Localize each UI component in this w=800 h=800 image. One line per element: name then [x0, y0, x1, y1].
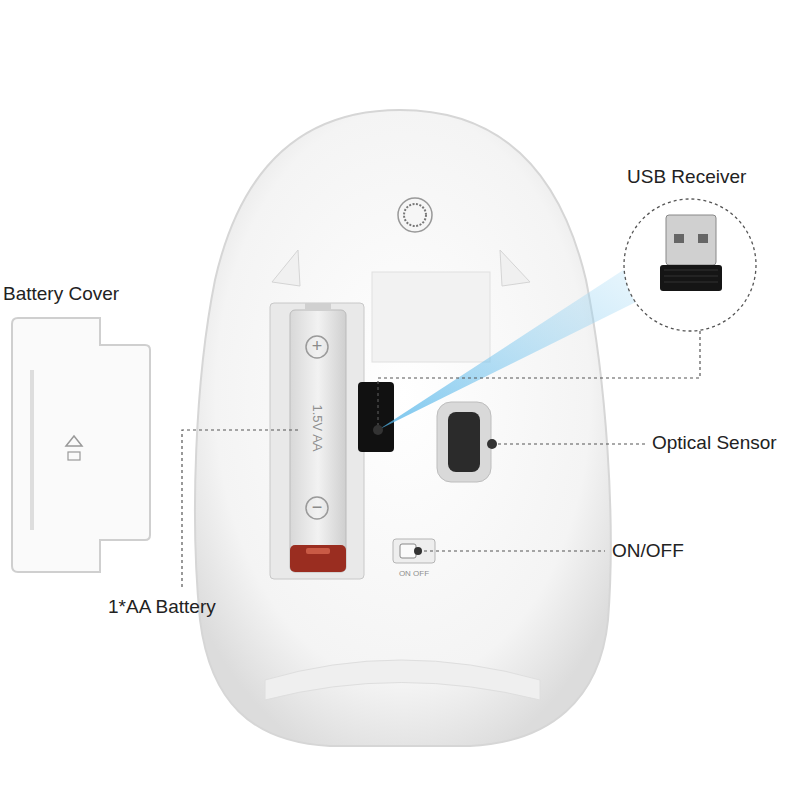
polarity-mark: +	[312, 336, 323, 358]
usb-plug	[698, 234, 708, 243]
seal	[404, 204, 426, 226]
receiver-docked	[358, 382, 394, 452]
leader-dot	[414, 547, 422, 555]
part-label: ON/OFF	[612, 540, 684, 563]
leader-dot	[373, 425, 383, 435]
polarity-ring	[306, 336, 328, 358]
part-label: Battery Cover	[3, 283, 119, 306]
leader-line	[182, 331, 700, 590]
polarity-ring	[306, 497, 328, 519]
battery-terminal	[305, 303, 331, 311]
usb-receiver	[664, 270, 718, 282]
open-arrow	[66, 436, 82, 446]
feet-mark	[500, 250, 530, 286]
part-label: Optical Sensor	[652, 432, 777, 455]
switch	[400, 544, 416, 558]
usb-plug	[666, 215, 716, 265]
cover-groove	[30, 370, 34, 530]
battery-end	[290, 545, 346, 572]
feet-mark	[272, 250, 300, 286]
battery-end	[306, 548, 330, 554]
leader-dot	[487, 439, 497, 449]
battery	[290, 310, 346, 572]
switch-marking: ON OFF	[399, 569, 429, 579]
part-label: 1*AA Battery	[108, 596, 216, 619]
battery-compartment	[270, 303, 364, 579]
optical-sensor	[448, 412, 480, 472]
panel	[372, 272, 490, 362]
polarity-mark: −	[312, 497, 323, 519]
foot-pad	[265, 660, 540, 700]
usb-receiver	[660, 265, 722, 291]
callout-circle	[624, 199, 756, 331]
sensor-well	[437, 402, 491, 482]
seal	[398, 198, 432, 232]
switch-housing	[393, 539, 435, 563]
usb-plug	[674, 234, 684, 243]
battery-marking: 1.5V AA	[309, 405, 325, 452]
battery-cover	[12, 318, 150, 572]
part-label: USB Receiver	[627, 166, 746, 189]
mouse-body	[195, 110, 611, 746]
open-arrow	[68, 452, 80, 460]
